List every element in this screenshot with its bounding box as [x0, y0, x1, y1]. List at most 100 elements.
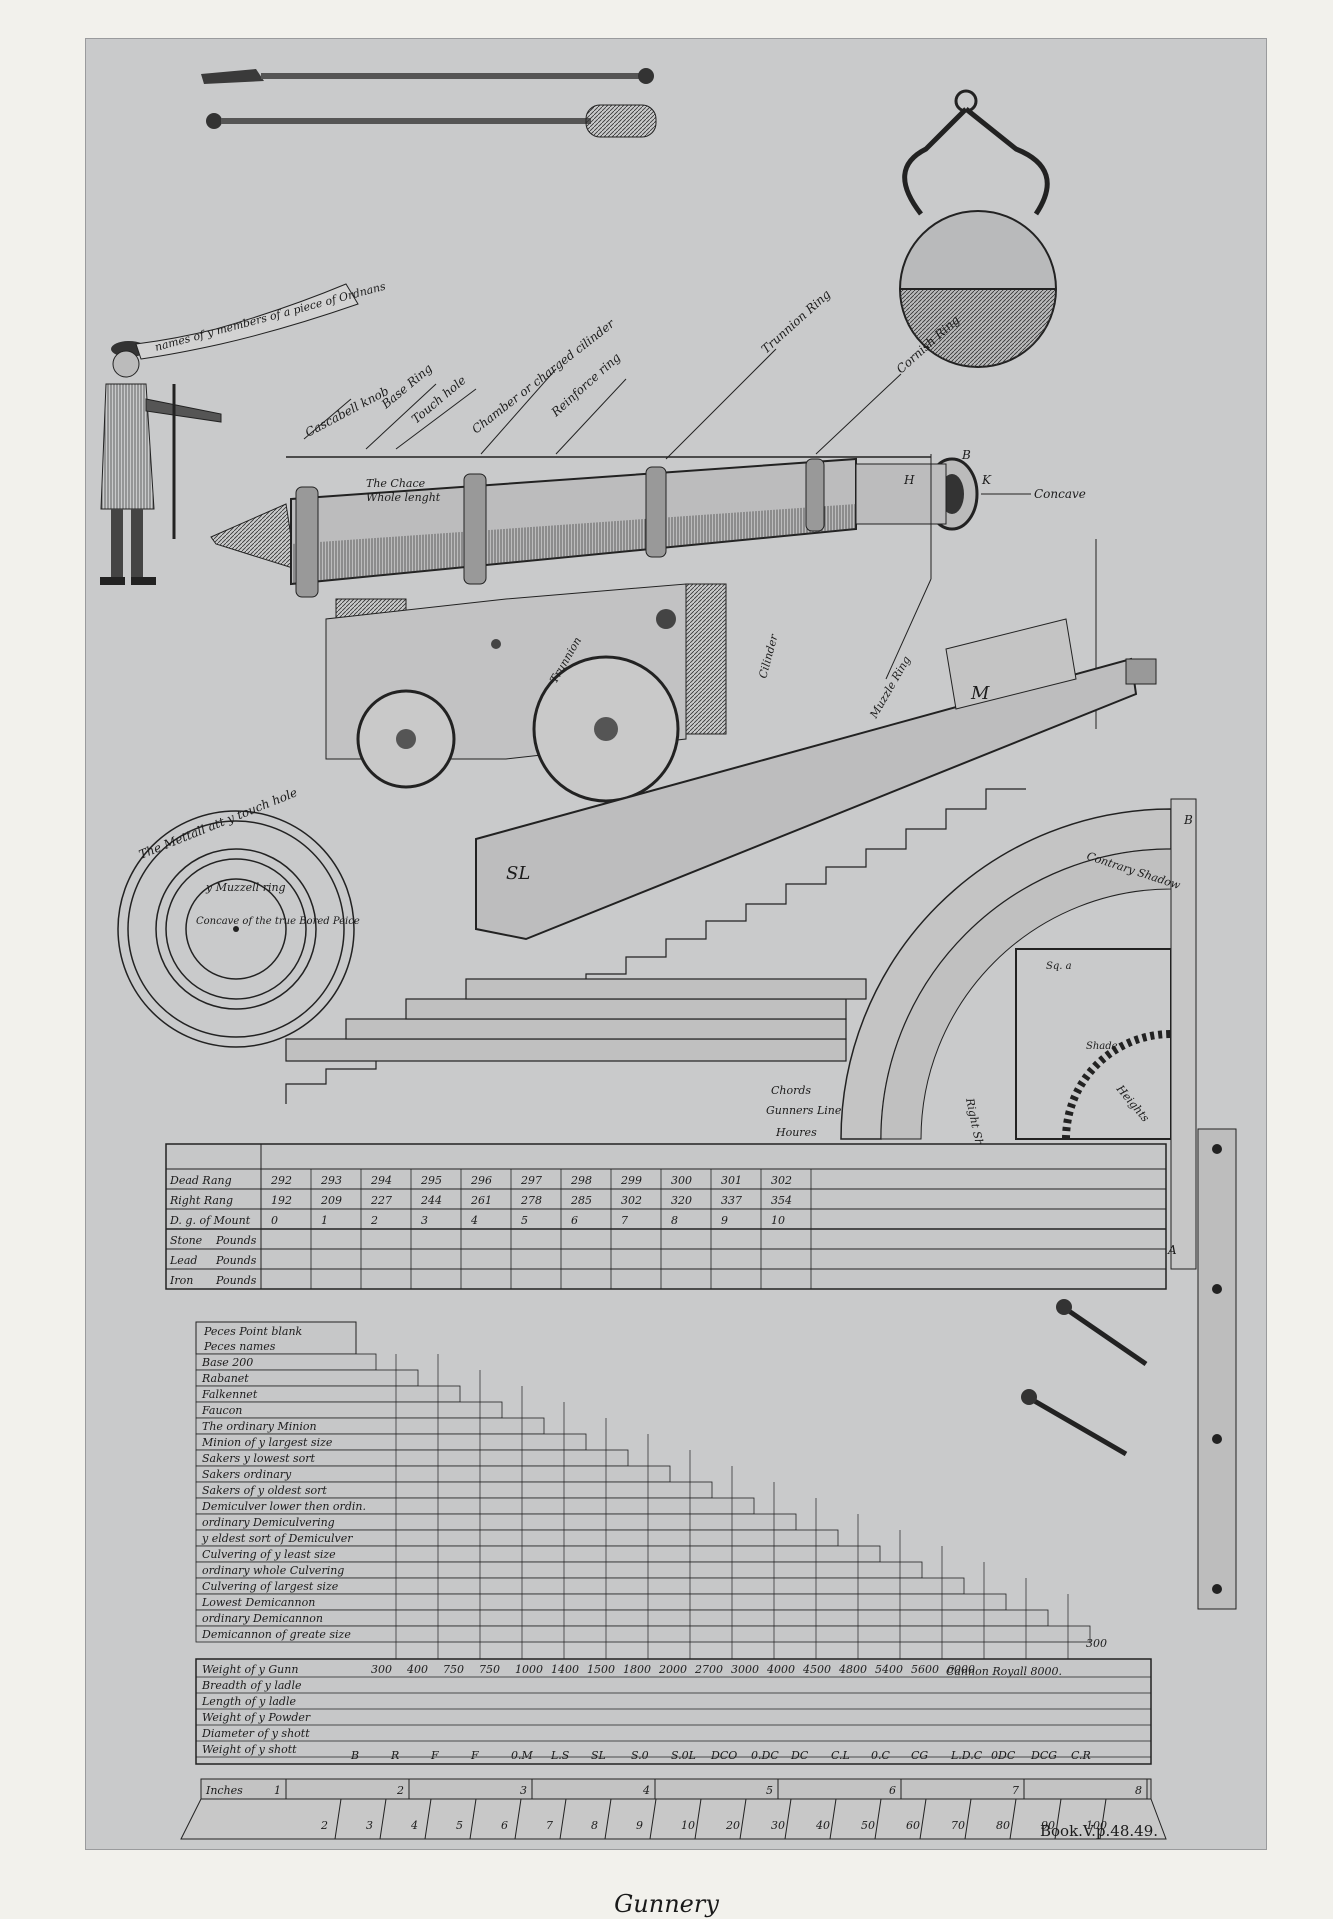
side-rule: [1197, 1128, 1237, 1610]
weight-value: 1000: [515, 1663, 543, 1676]
letter-sl: SL: [506, 863, 530, 884]
upper-cell: 244: [420, 1194, 442, 1207]
upper-cell: 299: [620, 1174, 642, 1187]
upper-cell: 296: [470, 1174, 492, 1187]
piece-abbreviation: L.D.C: [950, 1749, 983, 1762]
pieces-header: Peces Point blank: [203, 1325, 303, 1338]
upper-cell: 192: [271, 1194, 292, 1207]
piece-name: Faucon: [201, 1404, 242, 1417]
piece-name: Lowest Demicannon: [201, 1596, 315, 1609]
piece-name: Base 200: [201, 1356, 253, 1369]
piece-abbreviation: 0.DC: [751, 1749, 779, 1762]
scale-number: 7: [546, 1819, 553, 1832]
row-lead: Lead: [169, 1254, 197, 1267]
plate-caption: Gunnery: [614, 1890, 719, 1918]
upper-cell: 298: [570, 1174, 592, 1187]
scale-tick: [649, 1798, 657, 1840]
upper-cell: 10: [771, 1214, 785, 1227]
piece-name: Culvering of y least size: [202, 1548, 336, 1561]
piece-abbreviation: S.0L: [671, 1749, 696, 1762]
piece-row: [195, 1625, 1091, 1643]
piece-abbreviation: 0DC: [991, 1749, 1016, 1762]
letter-m: M: [970, 683, 990, 704]
scale-number: 10: [681, 1819, 695, 1832]
spikes: [1021, 1299, 1148, 1457]
piece-abbreviation: B: [350, 1749, 359, 1762]
scale-number: 5: [456, 1819, 463, 1832]
upper-cell: 261: [470, 1194, 492, 1207]
upper-cell: 294: [370, 1174, 392, 1187]
piece-abbreviation: DCG: [1030, 1749, 1057, 1762]
scale-tick: [919, 1798, 927, 1840]
gunners-level: SL M: [475, 618, 1157, 941]
piece-name: Rabanet: [201, 1372, 249, 1385]
piece-abbreviation: SL: [591, 1749, 606, 1762]
piece-row: [195, 1593, 1007, 1611]
ruler-number: 6: [889, 1784, 896, 1797]
note-300: 300: [1086, 1637, 1107, 1650]
upper-cell: 285: [570, 1194, 592, 1207]
scale-tick: [784, 1798, 792, 1840]
scale-number: 40: [815, 1819, 830, 1832]
weight-value: 6000: [947, 1663, 975, 1676]
upper-cell: 5: [521, 1214, 528, 1227]
letter-b-top: B: [961, 448, 971, 462]
scale-number: 8: [591, 1819, 598, 1832]
scale-tick: [1009, 1798, 1017, 1840]
scale-tick: [1054, 1798, 1062, 1840]
piece-name: y eldest sort of Demiculver: [201, 1532, 353, 1545]
gunner-figure: [100, 341, 222, 585]
piece-name: ordinary Demicannon: [202, 1612, 323, 1625]
scale-number: 9: [636, 1819, 643, 1832]
scale-number: 4: [410, 1819, 418, 1832]
rings-muzzell-label: y Muzzell ring: [205, 881, 286, 894]
piece-abbreviation: DC: [790, 1749, 809, 1762]
ruler-number: 1: [274, 1784, 281, 1797]
label-muzzle-ring: Muzzle Ring: [867, 654, 913, 721]
upper-cell: 302: [621, 1194, 642, 1207]
upper-cell: 8: [671, 1214, 678, 1227]
piece-name: Minion of y largest size: [201, 1436, 333, 1449]
weight-value: 1400: [551, 1663, 579, 1676]
label-heights: Heights: [1113, 1082, 1152, 1125]
pieces-header-2: Peces names: [203, 1340, 276, 1353]
sponge-rod: [206, 104, 657, 138]
scale-number: 30: [771, 1819, 785, 1832]
upper-cell: 1: [321, 1214, 328, 1227]
upper-cell: 337: [721, 1194, 742, 1207]
upper-cell: 297: [520, 1174, 542, 1187]
cannon: [210, 348, 1097, 803]
letter-a: A: [1167, 1243, 1177, 1257]
stair-scales: [285, 788, 1026, 1104]
upper-table-grid: [260, 1169, 812, 1289]
upper-cell: 7: [621, 1214, 628, 1227]
label-chase: The Chace: [366, 477, 426, 490]
upper-cell: 9: [721, 1214, 728, 1227]
piece-name: Sakers y lowest sort: [202, 1452, 316, 1465]
scale-tick: [604, 1798, 612, 1840]
banner-scroll: names of y members of a piece of Ordnans: [135, 280, 387, 360]
attribute-name: Weight of y Powder: [202, 1711, 311, 1724]
upper-cell: 295: [420, 1174, 442, 1187]
row-lead-unit: Pounds: [215, 1254, 257, 1267]
piece-abbreviation: R: [390, 1749, 399, 1762]
book-reference: Book.V.p.48.49.: [1040, 1822, 1159, 1840]
attribute-name: Breadth of y ladle: [201, 1679, 302, 1692]
upper-cell: 278: [520, 1194, 542, 1207]
weight-value: 1500: [587, 1663, 615, 1676]
upper-cell: 300: [671, 1174, 692, 1187]
piece-abbreviation: 0.C: [871, 1749, 890, 1762]
engraved-plate: names of y members of a piece of Ordnans: [85, 38, 1267, 1850]
weight-value: 5400: [875, 1663, 903, 1676]
weight-value: 4800: [838, 1663, 867, 1676]
attribute-name: Weight of y Gunn: [202, 1663, 298, 1676]
piece-name: Sakers ordinary: [202, 1468, 292, 1481]
upper-cell: 3: [421, 1214, 428, 1227]
letter-b-quadrant: B: [1183, 813, 1193, 827]
label-cascabell: Cascabell knob: [303, 384, 391, 440]
upper-cell: 354: [771, 1194, 792, 1207]
scale-tick: [334, 1798, 342, 1840]
piece-abbreviation: C.R: [1071, 1749, 1091, 1762]
